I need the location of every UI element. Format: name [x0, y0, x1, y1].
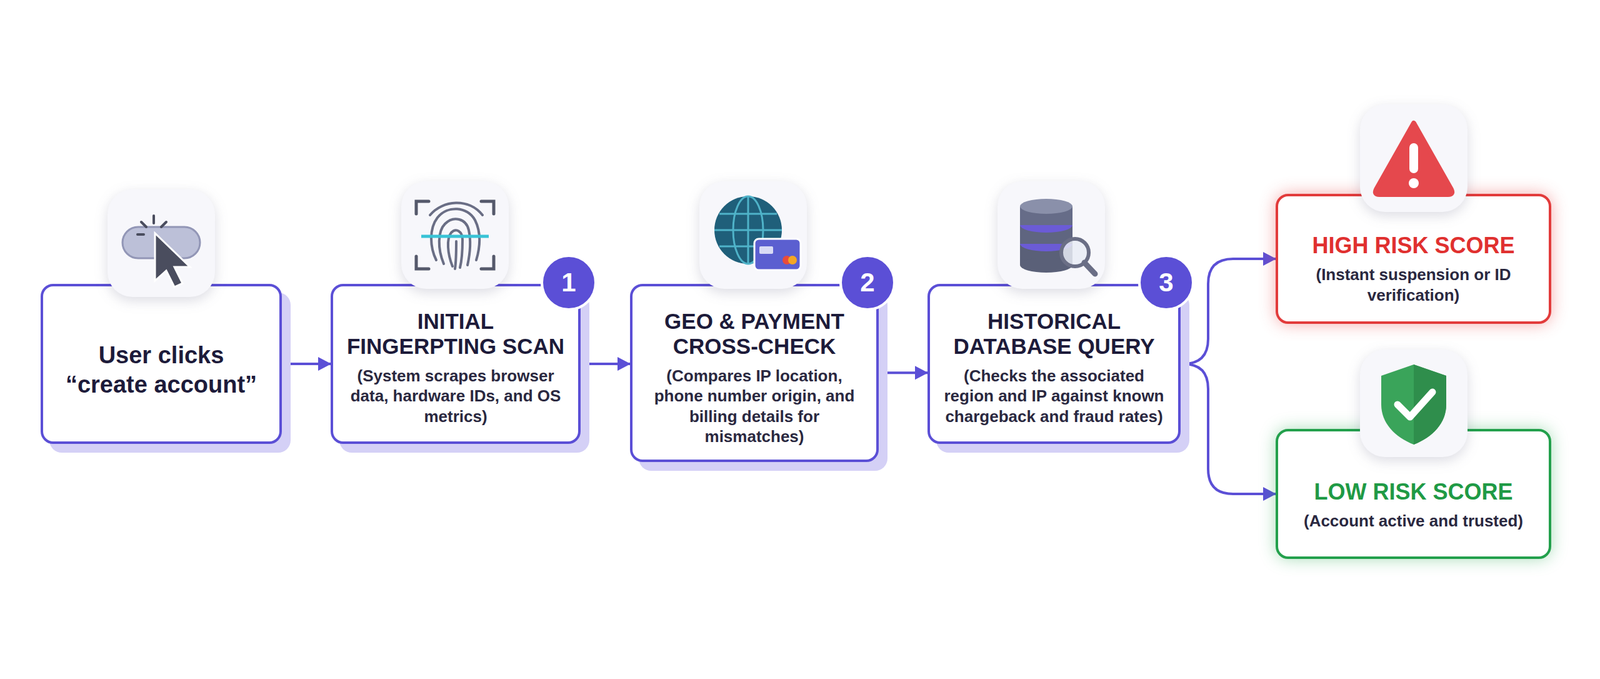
process-box: INITIAL FINGERPTING SCAN(System scrapes …: [330, 283, 581, 444]
box-description: (Compares IP location, phone number orig…: [643, 365, 865, 447]
flow-arrow: [281, 362, 331, 365]
box-heading: INITIAL FINGERPTING SCAN: [344, 308, 567, 360]
database-icon: [995, 178, 1108, 292]
globe-card-icon: [696, 178, 810, 292]
callout-number: 1: [561, 267, 576, 298]
box-heading: LOW RISK SCORE: [1313, 478, 1513, 505]
box-heading: HIGH RISK SCORE: [1311, 232, 1515, 259]
box-description: (Checks the associated region and IP aga…: [941, 365, 1167, 427]
box-description: (Instant suspension or ID verification): [1289, 264, 1538, 305]
callout-number: 2: [860, 267, 875, 298]
click-icon: [105, 186, 218, 300]
start-box: User clicks “create account”: [40, 283, 282, 444]
box-description: (Account active and trusted): [1303, 510, 1524, 532]
flow-arrow: [580, 362, 630, 365]
flow-arrow: [1180, 363, 1276, 494]
warning-icon: [1357, 101, 1470, 215]
flow-arrow: [878, 371, 928, 374]
box-title: User clicks “create account”: [54, 340, 269, 400]
flow-arrow: [1180, 258, 1276, 364]
callout-number: 3: [1158, 267, 1174, 298]
shield-check-icon: [1357, 346, 1470, 460]
box-description: (System scrapes browser data, hardware I…: [344, 365, 567, 427]
process-box: GEO & PAYMENT CROSS-CHECK(Compares IP lo…: [630, 283, 879, 462]
process-box: HISTORICAL DATABASE QUERY(Checks the ass…: [927, 283, 1181, 444]
fingerprint-icon: [398, 178, 512, 292]
callout-badge: 3: [1138, 254, 1195, 311]
box-heading: GEO & PAYMENT CROSS-CHECK: [643, 308, 865, 360]
box-heading: HISTORICAL DATABASE QUERY: [941, 308, 1167, 360]
callout-badge: 1: [540, 254, 597, 311]
callout-badge: 2: [839, 254, 896, 311]
outcome-box: HIGH RISK SCORE (Instant suspension or ID…: [1275, 193, 1552, 324]
